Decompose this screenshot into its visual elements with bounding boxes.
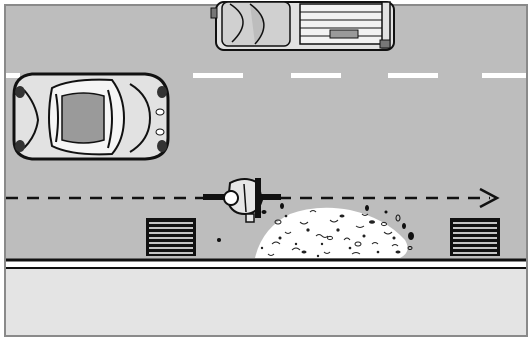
sidewalk [6,268,526,335]
car-top-view-icon [12,72,170,161]
gravel-debris-icon [217,203,414,258]
cyclist-top-view-icon [203,178,281,223]
storm-drain-icon-right [450,218,500,256]
truck-top-view-icon [210,1,395,51]
storm-drain-icon [146,218,196,256]
